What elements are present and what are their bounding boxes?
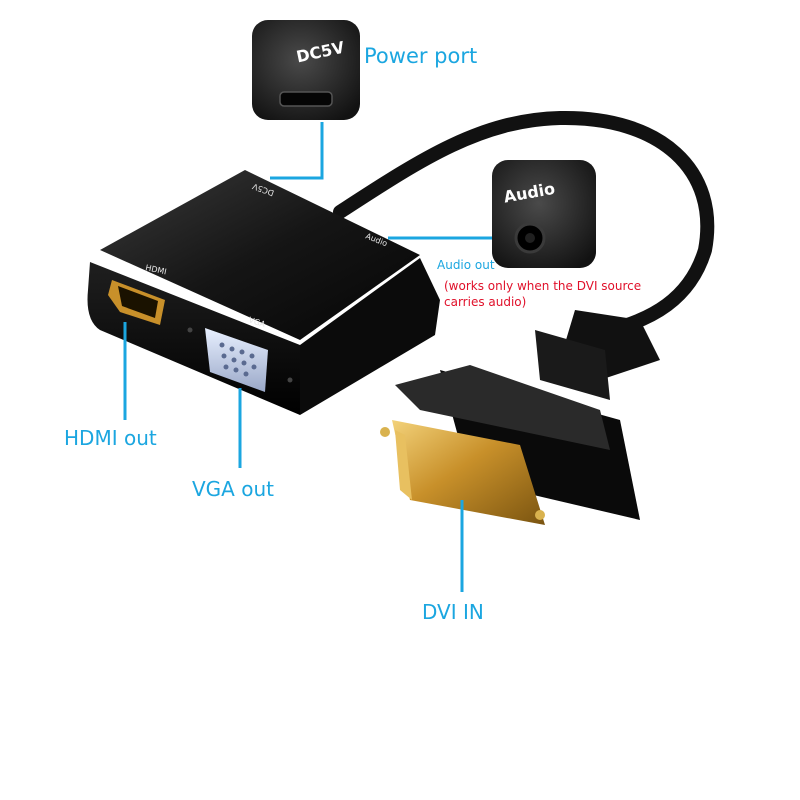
power-leader-line [270,122,324,180]
audio-zoom: Audio [492,160,596,268]
vga-out-label: VGA out [192,477,274,501]
audio-note-line1: (works only when the DVI source [444,279,642,293]
dvi-connector [380,310,660,525]
power-port-label: Power port [364,44,478,68]
adapter-body: HDMI VGA DC5V Audio [87,170,440,415]
power-port-zoom: DC5V [252,20,360,120]
dvi-in-label: DVI IN [422,600,484,624]
audio-out-label: Audio out [437,258,495,272]
dvi-gold-shell [392,420,545,525]
audio-note-line2: carries audio) [444,295,527,309]
cable [333,110,715,337]
hdmi-out-label: HDMI out [64,426,157,450]
print-hdmi: HDMI [145,263,168,276]
